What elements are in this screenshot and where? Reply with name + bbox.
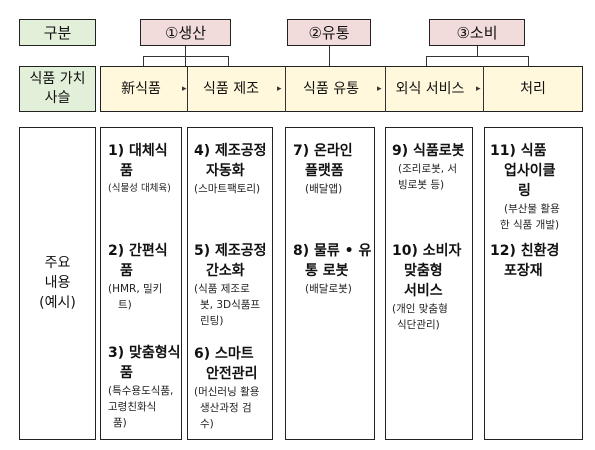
connector-production-l bbox=[143, 56, 144, 66]
column-disposal: 11) 식품 업사이클 링 (부산물 활용 한 식품 개발) 12) 친환경 포… bbox=[484, 127, 583, 440]
stage-divider bbox=[385, 66, 386, 112]
stage-distribution: 식품 유통 bbox=[303, 80, 359, 97]
column-distribution: 7) 온라인 플랫폼 (배달앱) 8) 물류 • 유 통 로봇 (배달로봇) bbox=[285, 127, 375, 440]
list-item: 6) 스마트 안전관리 (머신러닝 활용 생산과정 검 수) bbox=[194, 346, 260, 430]
value-chain-label: 식품 가치 사슬 bbox=[19, 66, 96, 112]
stage-manufacturing: 식품 제조 bbox=[203, 80, 259, 97]
connector-consumption-l bbox=[426, 56, 427, 66]
list-item: 2) 간편식 품 (HMR, 밀키 트) bbox=[108, 243, 168, 311]
header-production: ①생산 bbox=[140, 19, 231, 46]
header-distribution: ②유통 bbox=[287, 19, 371, 46]
list-item: 10) 소비자 맞춤형 서비스 (개인 맞춤형 식단관리) bbox=[392, 243, 462, 331]
list-item: 11) 식품 업사이클 링 (부산물 활용 한 식품 개발) bbox=[490, 143, 560, 231]
list-item: 3) 맞춤형식 품 (특수용도식품, 고령친화식 품) bbox=[108, 345, 181, 429]
list-item: 9) 식품로봇 (조리로봇, 서 빙로봇 등) bbox=[392, 143, 465, 191]
stage-divider bbox=[187, 66, 188, 112]
stage-new-food: 新식품 bbox=[121, 80, 161, 97]
stage-disposal: 처리 bbox=[520, 80, 546, 97]
list-item: 5) 제조공정 간소화 (식품 제조로 봇, 3D식품프 린팅) bbox=[194, 243, 267, 327]
column-new-food: 1) 대체식 품 (식물성 대체육) 2) 간편식 품 (HMR, 밀키 트) … bbox=[100, 127, 182, 440]
list-item: 1) 대체식 품 (식물성 대체육) bbox=[108, 143, 171, 194]
list-item: 8) 물류 • 유 통 로봇 (배달로봇) bbox=[293, 243, 372, 295]
connector-production-r bbox=[228, 56, 229, 66]
connector-production-h bbox=[143, 56, 229, 57]
arrow-right-icon: ▸ bbox=[476, 84, 481, 94]
connector-consumption bbox=[477, 46, 478, 56]
connector-consumption-r bbox=[528, 56, 529, 66]
stage-divider bbox=[483, 66, 484, 112]
arrow-right-icon: ▸ bbox=[182, 84, 187, 94]
list-item: 7) 온라인 플랫폼 (배달앱) bbox=[293, 143, 353, 195]
stage-divider bbox=[285, 66, 286, 112]
list-item: 12) 친환경 포장재 bbox=[490, 243, 560, 279]
column-food-service: 9) 식품로봇 (조리로봇, 서 빙로봇 등) 10) 소비자 맞춤형 서비스 … bbox=[385, 127, 473, 440]
list-item: 4) 제조공정 자동화 (스마트팩토리) bbox=[194, 143, 267, 195]
connector-distribution bbox=[329, 46, 330, 66]
column-manufacturing: 4) 제조공정 자동화 (스마트팩토리) 5) 제조공정 간소화 (식품 제조로… bbox=[187, 127, 273, 440]
connector-consumption-h bbox=[426, 56, 529, 57]
arrow-right-icon: ▸ bbox=[377, 84, 382, 94]
value-chain-bar bbox=[100, 66, 583, 112]
header-consumption: ③소비 bbox=[429, 19, 525, 46]
main-content-label-cell: 주요 내용 (예시) bbox=[19, 127, 96, 440]
stage-food-service: 외식 서비스 bbox=[395, 80, 465, 97]
arrow-right-icon: ▸ bbox=[277, 84, 282, 94]
header-gubun: 구분 bbox=[19, 19, 96, 46]
